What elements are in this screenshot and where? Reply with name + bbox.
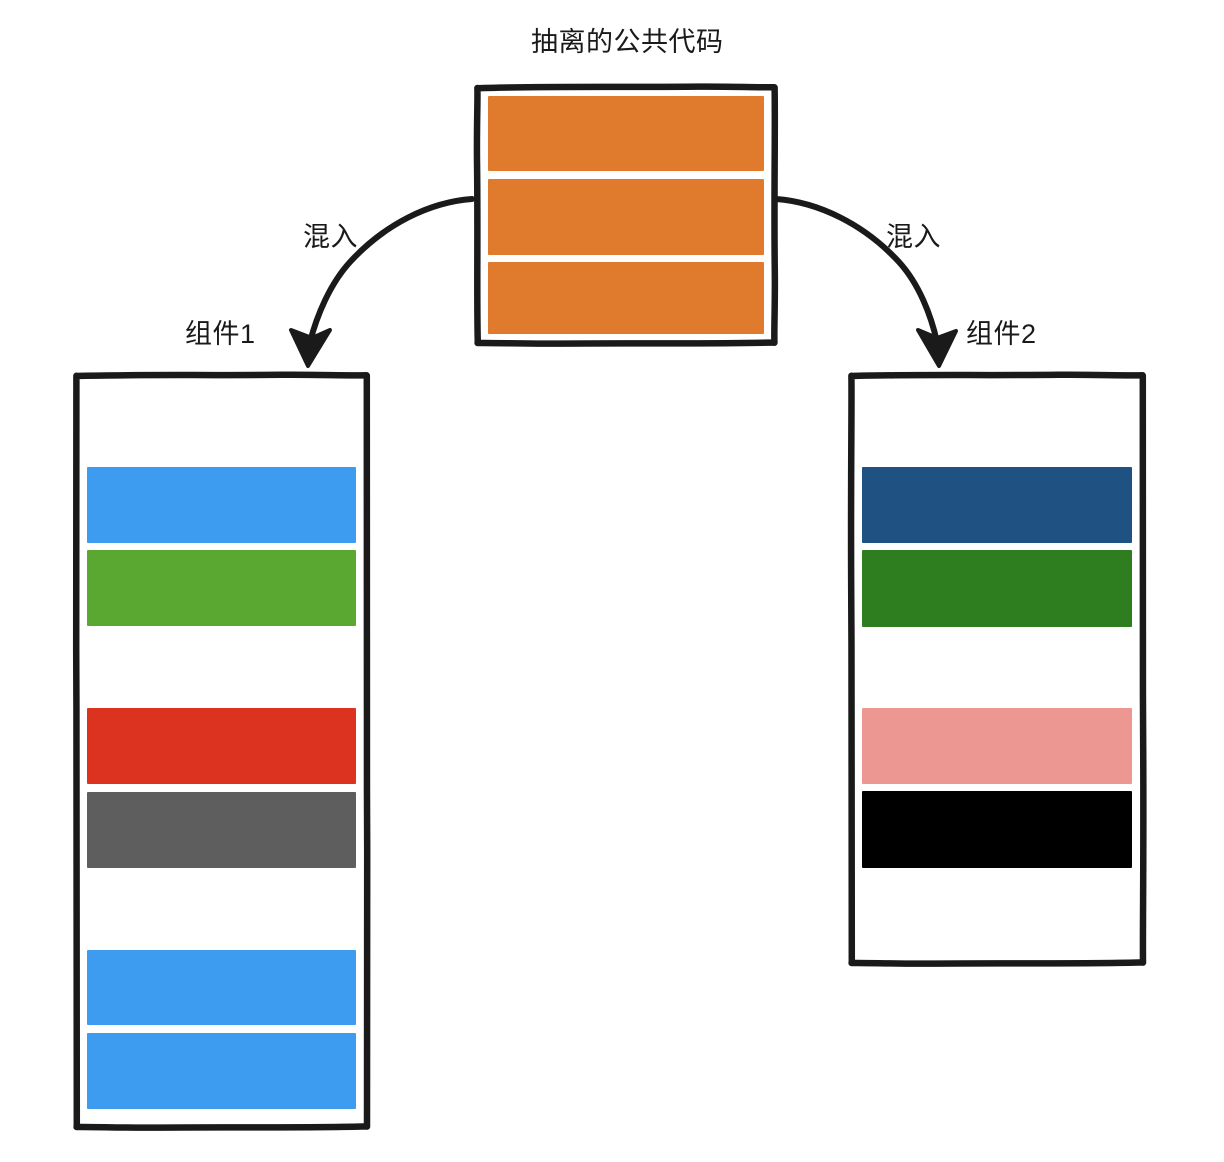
shared-code-box[interactable] xyxy=(473,83,779,347)
component2-label: 组件2 xyxy=(966,319,1037,349)
component2-bar-darkblue xyxy=(862,466,1132,544)
shared-bar-3 xyxy=(488,262,764,335)
component2-box[interactable] xyxy=(847,371,1147,967)
component1-bar-blue-1 xyxy=(87,466,356,543)
arrow-to-component2-label: 混入 xyxy=(886,222,941,252)
box-outline-icon xyxy=(72,371,371,1131)
component1-bar-blue-3 xyxy=(87,1033,356,1109)
box-outline-icon xyxy=(847,371,1147,967)
component2-bar-darkgreen xyxy=(862,550,1132,627)
page-title: 抽离的公共代码 xyxy=(531,27,724,57)
component2-bar-black xyxy=(862,791,1132,868)
component1-box[interactable] xyxy=(72,371,371,1131)
component1-bar-green xyxy=(87,550,356,627)
shared-bar-2 xyxy=(488,179,764,255)
arrow-to-component1-label: 混入 xyxy=(303,222,358,252)
component2-bar-pink xyxy=(862,707,1132,785)
component1-label: 组件1 xyxy=(185,319,256,349)
shared-bar-1 xyxy=(488,95,764,172)
shared-code-bar-stack xyxy=(477,87,775,343)
component1-bar-stack xyxy=(76,375,367,1127)
component2-bar-stack xyxy=(851,375,1143,963)
component1-bar-red xyxy=(87,708,356,785)
component1-bar-blue-2 xyxy=(87,949,356,1026)
component1-bar-gray xyxy=(87,791,356,868)
